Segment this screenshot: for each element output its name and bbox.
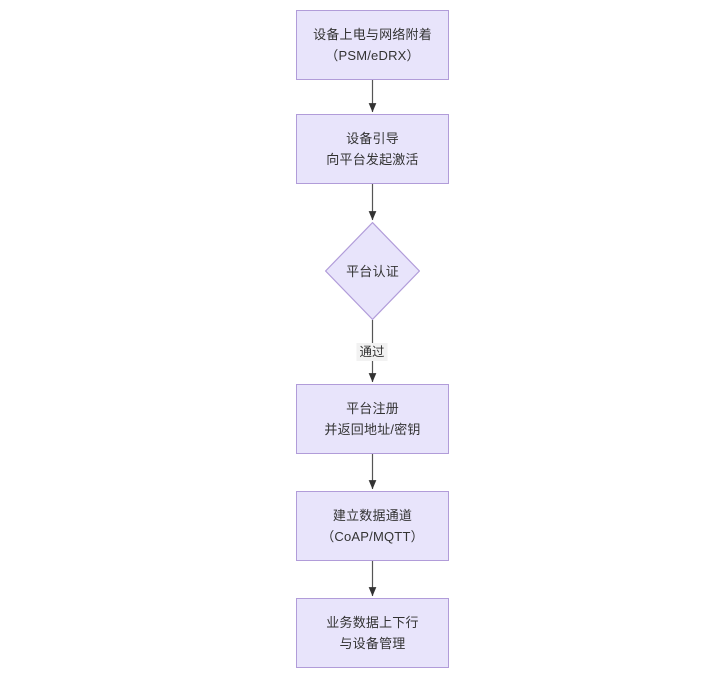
edge-label-pass: 通过 xyxy=(356,343,388,361)
node-power-on-line-1: 设备上电与网络附着 xyxy=(313,27,432,42)
diamond-shape-icon xyxy=(325,222,420,320)
node-platform-register-line-1: 平台注册 xyxy=(346,401,399,416)
node-data-channel[interactable]: 建立数据通道 （CoAP/MQTT） xyxy=(296,491,449,561)
node-data-channel-line-1: 建立数据通道 xyxy=(332,508,413,523)
node-bootstrap-line-1: 设备引导 xyxy=(346,131,399,146)
node-platform-auth[interactable]: 平台认证 xyxy=(325,222,420,320)
node-platform-register[interactable]: 平台注册 并返回地址/密钥 xyxy=(296,384,449,454)
node-business-data-line-1: 业务数据上下行 xyxy=(326,615,419,630)
node-business-data[interactable]: 业务数据上下行 与设备管理 xyxy=(296,598,449,668)
node-platform-auth-label: 平台认证 xyxy=(346,263,399,279)
node-power-on-line-2: （PSM/eDRX） xyxy=(325,48,420,63)
node-bootstrap-line-2: 向平台发起激活 xyxy=(326,152,419,167)
node-power-on[interactable]: 设备上电与网络附着 （PSM/eDRX） xyxy=(296,10,449,80)
node-data-channel-line-2: （CoAP/MQTT） xyxy=(321,529,424,544)
node-business-data-line-2: 与设备管理 xyxy=(339,636,406,651)
node-bootstrap[interactable]: 设备引导 向平台发起激活 xyxy=(296,114,449,184)
node-platform-register-line-2: 并返回地址/密钥 xyxy=(324,422,421,437)
